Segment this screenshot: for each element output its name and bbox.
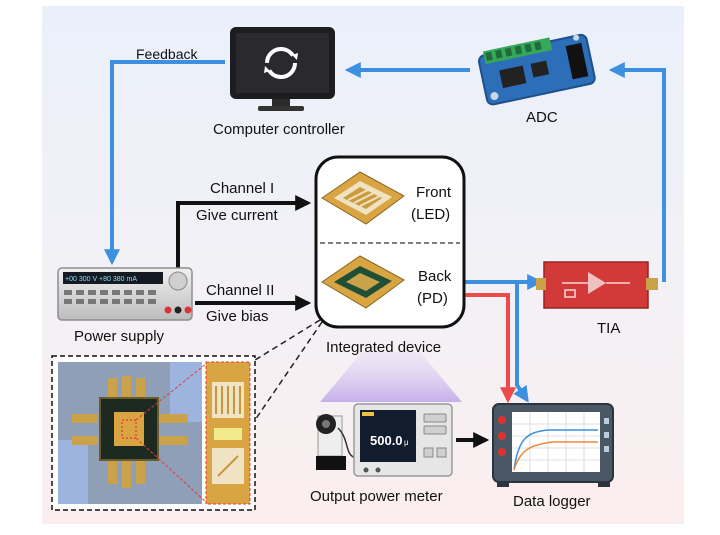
tia-label: TIA — [597, 320, 620, 337]
light-glow — [320, 352, 462, 402]
inset-device-photo — [58, 362, 202, 504]
data-logger-icon — [492, 403, 614, 487]
tia-to-adc-arrow — [608, 62, 666, 282]
give-current-label: Give current — [196, 207, 279, 224]
adc-label: ADC — [526, 109, 558, 126]
output-power-meter-icon: 500.0 μ — [316, 403, 453, 477]
channel-1-label: Channel I — [210, 180, 274, 197]
integrated-device-label: Integrated device — [326, 339, 441, 356]
computer-monitor-icon — [230, 27, 335, 111]
inset-zoom-photo — [205, 361, 251, 505]
pd-label: (PD) — [417, 290, 448, 307]
inset-connector-top — [254, 319, 321, 361]
power-supply-readout: +00 300 V +80 380 mA — [65, 276, 137, 283]
pd-to-logger-red-arrow — [464, 293, 516, 404]
give-bias-label: Give bias — [206, 308, 269, 325]
led-label: (LED) — [411, 206, 450, 223]
pd-to-logger-blue-arrow — [513, 282, 529, 403]
channel-2-label: Channel II — [206, 282, 274, 299]
channel-1-arrow — [176, 195, 312, 268]
back-label: Back — [418, 268, 452, 285]
power-meter-value: 500.0 — [370, 433, 403, 448]
tia-board-icon — [536, 261, 658, 309]
inset-zoom-line-bottom — [135, 437, 207, 503]
output-power-meter-label: Output power meter — [310, 488, 443, 505]
power-meter-unit: μ — [404, 438, 409, 447]
feedback-label: Feedback — [136, 46, 198, 62]
adc-board-icon — [477, 33, 596, 106]
computer-controller-label: Computer controller — [213, 121, 345, 138]
pd-chip-icon — [321, 255, 405, 309]
data-logger-label: Data logger — [513, 493, 591, 510]
led-chip-icon — [321, 171, 405, 225]
power-supply-icon: +00 300 V +80 380 mA — [57, 267, 193, 321]
front-label: Front — [416, 184, 452, 201]
power-supply-label: Power supply — [74, 328, 165, 345]
